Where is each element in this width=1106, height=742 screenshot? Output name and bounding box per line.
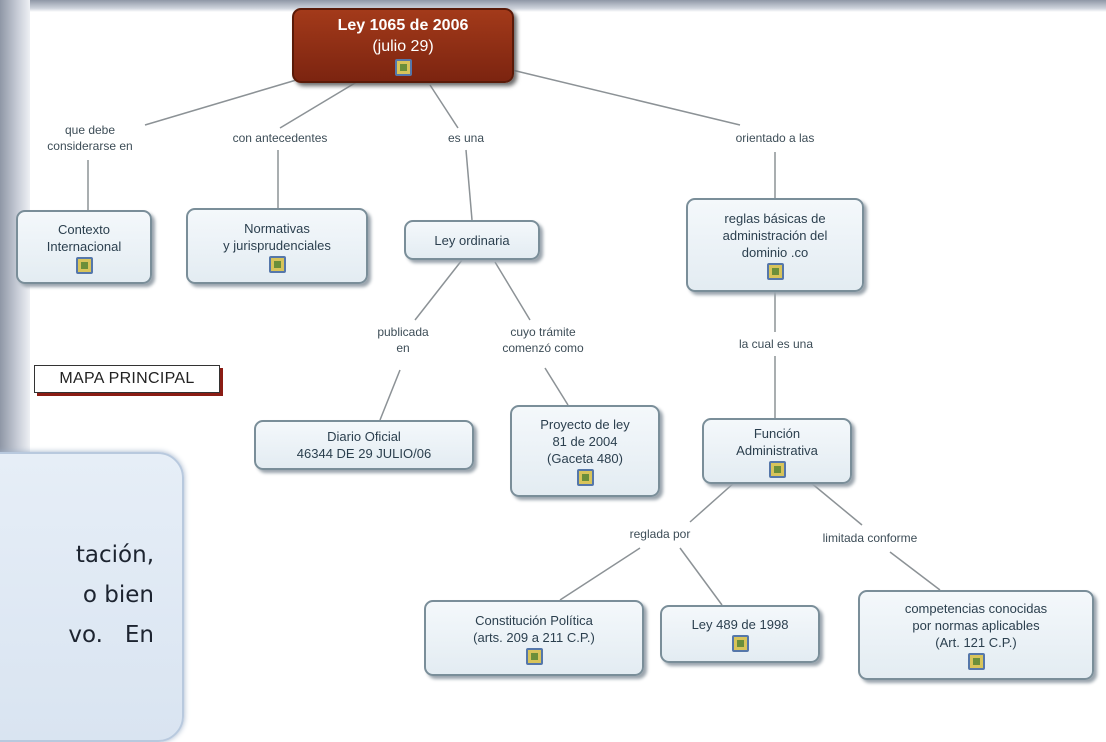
resource-icon[interactable] [967,653,985,670]
concept-links [87,69,941,606]
link-label-limitada: limitada conforme [800,530,940,546]
root-node-ley-1065[interactable]: Ley 1065 de 2006 (julio 29) [292,8,514,83]
node-contexto-internacional[interactable]: Contexto Internacional [16,210,152,284]
link-label-es-una: es una [440,130,492,146]
callout-line-1: tación, [75,542,154,568]
link-label-orientado: orientado a las [715,130,835,146]
node-label: Ley 489 de 1998 [691,617,789,632]
node-label: competencias conocidas por normas aplica… [904,601,1048,650]
resource-icon[interactable] [576,469,594,486]
mapa-principal-button[interactable]: MAPA PRINCIPAL [34,365,220,393]
link-label-antecedentes: con antecedentes [205,130,355,146]
link-funcion-reglada [689,481,736,523]
root-subtitle: (julio 29) [372,38,434,55]
link-reglada-constitucion [559,547,641,601]
node-funcion-administrativa[interactable]: Función Administrativa [702,418,852,484]
link-label-reglada: reglada por [612,526,708,542]
link-label-tramite: cuyo trámite comenzó como [490,324,596,356]
resource-icon[interactable] [768,460,786,478]
resource-icon[interactable] [268,255,286,273]
node-constitucion-politica[interactable]: Constitución Política (arts. 209 a 211 C… [424,600,644,676]
link-reglada-ley489 [679,547,723,606]
resource-icon[interactable] [75,256,93,274]
node-ley-ordinaria[interactable]: Ley ordinaria [404,220,540,260]
link-publicada-diario [379,369,401,421]
node-diario-oficial[interactable]: Diario Oficial 46344 DE 29 JULIO/06 [254,420,474,470]
link-tramite-proyecto [544,367,569,406]
link-root-orientado [511,69,741,126]
node-label: Ley ordinaria [434,232,510,248]
link-funcion-limitada [809,481,863,526]
callout-line-3: vo. En [68,622,154,648]
link-root-esuna [429,84,459,129]
resource-icon[interactable] [525,647,543,665]
node-label: Diario Oficial 46344 DE 29 JULIO/06 [296,429,432,461]
resource-icon[interactable] [766,263,784,280]
link-limitada-competencias [889,551,941,591]
node-label: Función Administrativa [736,425,818,458]
link-label-considerar: que debe considerarse en [42,122,138,154]
resource-icon[interactable] [394,59,412,76]
node-competencias[interactable]: competencias conocidas por normas aplica… [858,590,1094,680]
callout-line-2: o bien [82,582,154,608]
node-label: reglas básicas de administración del dom… [722,211,828,260]
link-label-publicada: publicada en [368,324,438,356]
node-label: Normativas y jurisprudenciales [223,220,331,253]
link-ley-tramite [494,261,531,321]
node-proyecto-de-ley[interactable]: Proyecto de ley 81 de 2004 (Gaceta 480) [510,405,660,497]
text-callout-box: tación, o bien vo. En [0,452,184,742]
node-ley-489[interactable]: Ley 489 de 1998 [660,605,820,663]
resource-icon[interactable] [731,635,749,652]
node-reglas-basicas[interactable]: reglas básicas de administración del dom… [686,198,864,292]
node-normativas[interactable]: Normativas y jurisprudenciales [186,208,368,284]
link-root-antecedentes [279,79,361,129]
link-ley-publicada [414,259,463,321]
window-top-edge [0,0,1106,12]
node-label: Proyecto de ley 81 de 2004 (Gaceta 480) [540,417,630,466]
node-label: Contexto Internacional [46,221,122,254]
link-label-cual: la cual es una [720,336,832,352]
root-title: Ley 1065 de 2006 [337,17,469,34]
node-label: Constitución Política (arts. 209 a 211 C… [473,612,595,645]
link-esuna-ley [465,149,473,221]
